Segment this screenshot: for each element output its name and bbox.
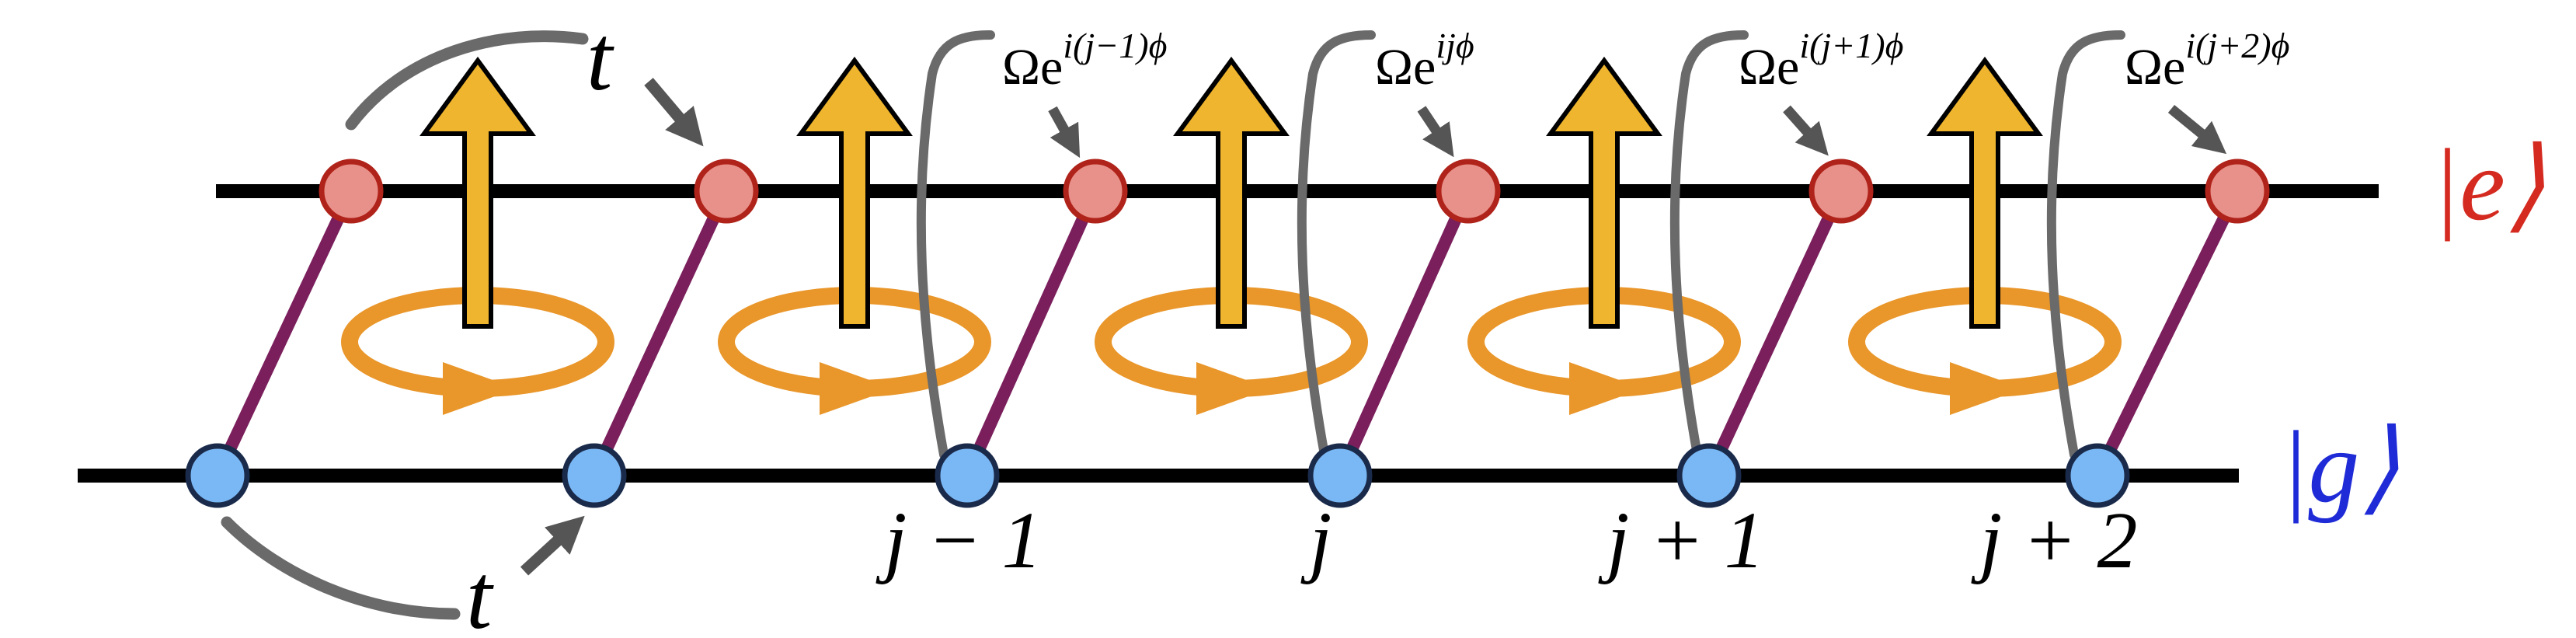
magnetic-arrow-4 [1546,56,1662,329]
magnetic-arrow-1 [419,56,536,329]
coupling-curves [916,30,2227,459]
excited-atom-5 [1808,159,1874,224]
site-label-j-minus-1: j − 1 [875,496,1042,585]
coupling-curve-4 [2046,30,2125,459]
ring-direction-4 [1569,362,1643,415]
coupling-arrow-2 [1417,106,1454,158]
coupling-label-3-exp: i(j+1)ϕ [1799,26,1903,65]
ground-atom-2 [562,443,627,508]
hopping-label-top: t [587,6,614,110]
coupling-label-2: Ωeijϕ [1375,26,1474,96]
coupling-label-4-base: Ωe [2125,39,2185,96]
site-label-j-plus-2: j + 2 [1970,496,2137,585]
magnetic-arrows [419,56,2043,329]
coupling-curve-2 [1297,30,1376,459]
magnetic-arrow-2 [796,56,913,329]
rung-5 [1703,185,1847,482]
rings-front [341,341,2122,415]
site-label-j: j [1300,496,1332,585]
ground-atom-3 [935,443,1000,508]
coupling-curve-1 [916,30,995,459]
ring-direction-5 [1950,362,2024,415]
rung-6 [2091,185,2244,482]
coupling-label-4: Ωei(j+2)ϕ [2125,26,2289,96]
ground-atom-4 [1307,443,1373,508]
coupling-label-4-exp: i(j+2)ϕ [2185,26,2289,65]
excited-atom-2 [694,159,759,224]
hopping-arc-bottom [221,516,461,620]
ground-atom-6 [2065,443,2130,508]
rung-2 [588,185,733,482]
ground-atom-1 [185,443,250,508]
excited-atom-1 [319,159,384,224]
magnetic-arrow-3 [1173,56,1290,329]
atoms [185,159,2270,508]
magnetic-arrow-5 [1927,56,2043,329]
ring-direction-3 [1196,362,1270,415]
ring-direction-2 [820,362,893,415]
ground-level-label: |g⟩ [2280,410,2400,524]
coupling-label-3: Ωei(j+1)ϕ [1739,26,1903,96]
rung-3 [961,185,1102,482]
coupling-label-1: Ωei(j−1)ϕ [1002,26,1167,96]
hopping-arc-top [345,30,589,131]
coupling-arrow-1 [1048,106,1081,159]
excited-atom-3 [1063,159,1128,224]
coupling-arrow-3 [1783,105,1829,156]
coupling-label-1-exp: i(j−1)ϕ [1063,26,1167,65]
hopping-arrow-top [644,78,704,147]
coupling-label-2-base: Ωe [1375,39,1436,96]
coupling-curve-3 [1669,30,1749,459]
rung-4 [1334,185,1474,482]
rung-1 [211,185,357,482]
hopping-label-bottom: t [466,545,494,638]
ring-direction-1 [443,362,517,415]
coupling-label-2-exp: ijϕ [1436,26,1474,65]
ground-atom-5 [1676,443,1742,508]
coupling-label-1-base: Ωe [1002,39,1063,96]
coupling-label-3-base: Ωe [1739,39,1799,96]
rungs [211,185,2244,482]
excited-atom-6 [2205,159,2270,224]
excited-atom-4 [1436,159,1501,224]
coupling-labels: Ωei(j−1)ϕ Ωeijϕ Ωei(j+1)ϕ Ωei(j+2)ϕ [1002,26,2289,96]
site-label-j-plus-1: j + 1 [1597,496,1764,585]
coupling-arrow-4 [2167,104,2227,155]
hopping-arrow-bottom [520,515,585,576]
excited-level-label: |e⟩ [2432,127,2545,242]
